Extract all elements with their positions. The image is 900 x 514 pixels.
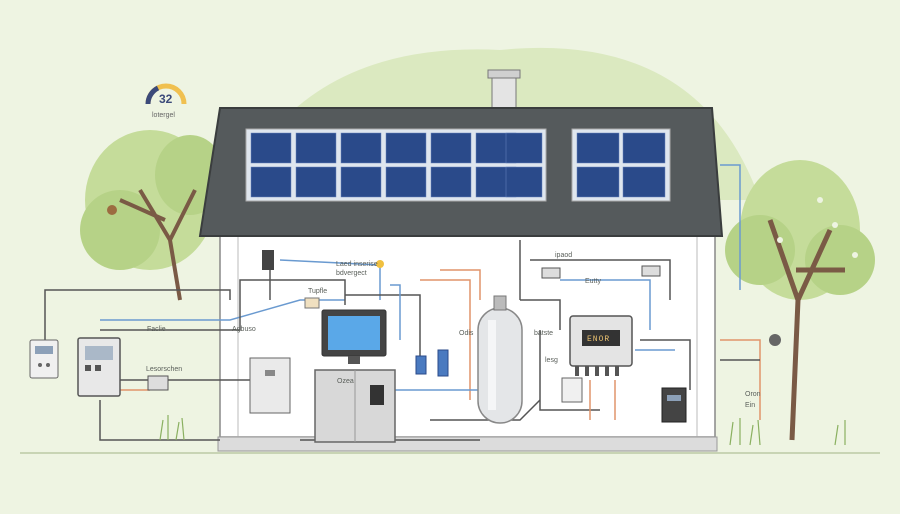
junction-box	[147, 375, 169, 391]
gauge-value: 32	[159, 92, 173, 106]
label-oron: Oron	[745, 391, 761, 398]
battery-cabinet	[314, 369, 396, 443]
label-lead: Laed inserise	[336, 261, 378, 268]
storage-tank	[477, 295, 523, 424]
label-ozea: Ozea	[337, 378, 354, 385]
label-faclie: Faclie	[147, 326, 166, 333]
label-lead2: bdvergect	[336, 270, 367, 277]
wall-meter	[661, 387, 687, 423]
fuse-box	[304, 297, 320, 309]
indicator-light	[376, 260, 384, 268]
controller-display-text: ENOR	[587, 335, 611, 344]
outdoor-sensor	[769, 334, 781, 346]
solar-array-right	[571, 128, 671, 202]
gauge-icon	[145, 83, 187, 105]
ground	[0, 452, 900, 514]
grass	[159, 415, 846, 446]
label-batste: batste	[534, 330, 554, 337]
label-lesorschen: Lesorschen	[146, 366, 183, 373]
charge-controller	[569, 315, 633, 376]
relay-device	[262, 250, 274, 270]
sensor-device-right	[641, 265, 661, 277]
house-foundation	[217, 436, 718, 452]
meter-box	[29, 339, 59, 379]
label-agbuso: Agbuso	[232, 326, 256, 333]
gauge-caption: lotergel	[152, 112, 175, 119]
sensor-device	[541, 267, 561, 279]
label-ein: Ein	[745, 402, 756, 409]
chimney-cap	[487, 69, 521, 79]
wiring	[44, 164, 761, 441]
left-tree	[80, 130, 225, 301]
monitor	[321, 309, 387, 364]
breaker-panel	[249, 357, 291, 414]
valve-blue	[415, 349, 449, 377]
right-tree	[725, 160, 875, 441]
disconnect-switch	[561, 377, 583, 403]
label-lesg: lesg	[545, 357, 558, 364]
label-tupfle: Tupfle	[308, 288, 328, 295]
outdoor-inverter	[77, 337, 121, 397]
label-odis: Odis	[459, 330, 474, 337]
label-ipaod: ipaod	[555, 252, 573, 259]
label-eutty: Eutty	[585, 278, 601, 285]
solar-array-left	[245, 128, 547, 202]
